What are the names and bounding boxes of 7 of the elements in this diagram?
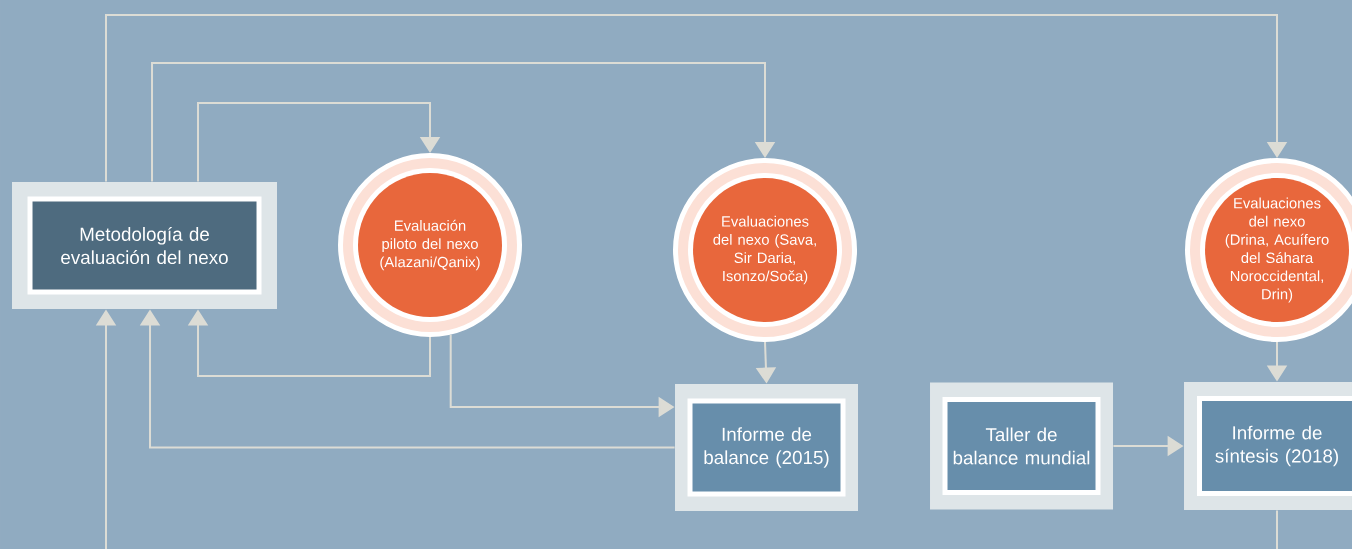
- arrow: [105, 14, 1288, 183]
- arrow: [197, 102, 441, 183]
- report-box: Informe de síntesis (2018): [1184, 382, 1352, 510]
- method-box: Metodología de evaluación del nexo: [12, 182, 277, 309]
- report-box: Informe de balance (2015): [675, 384, 858, 511]
- report-box: Taller de balance mundial: [930, 382, 1113, 510]
- arrow: [151, 62, 776, 183]
